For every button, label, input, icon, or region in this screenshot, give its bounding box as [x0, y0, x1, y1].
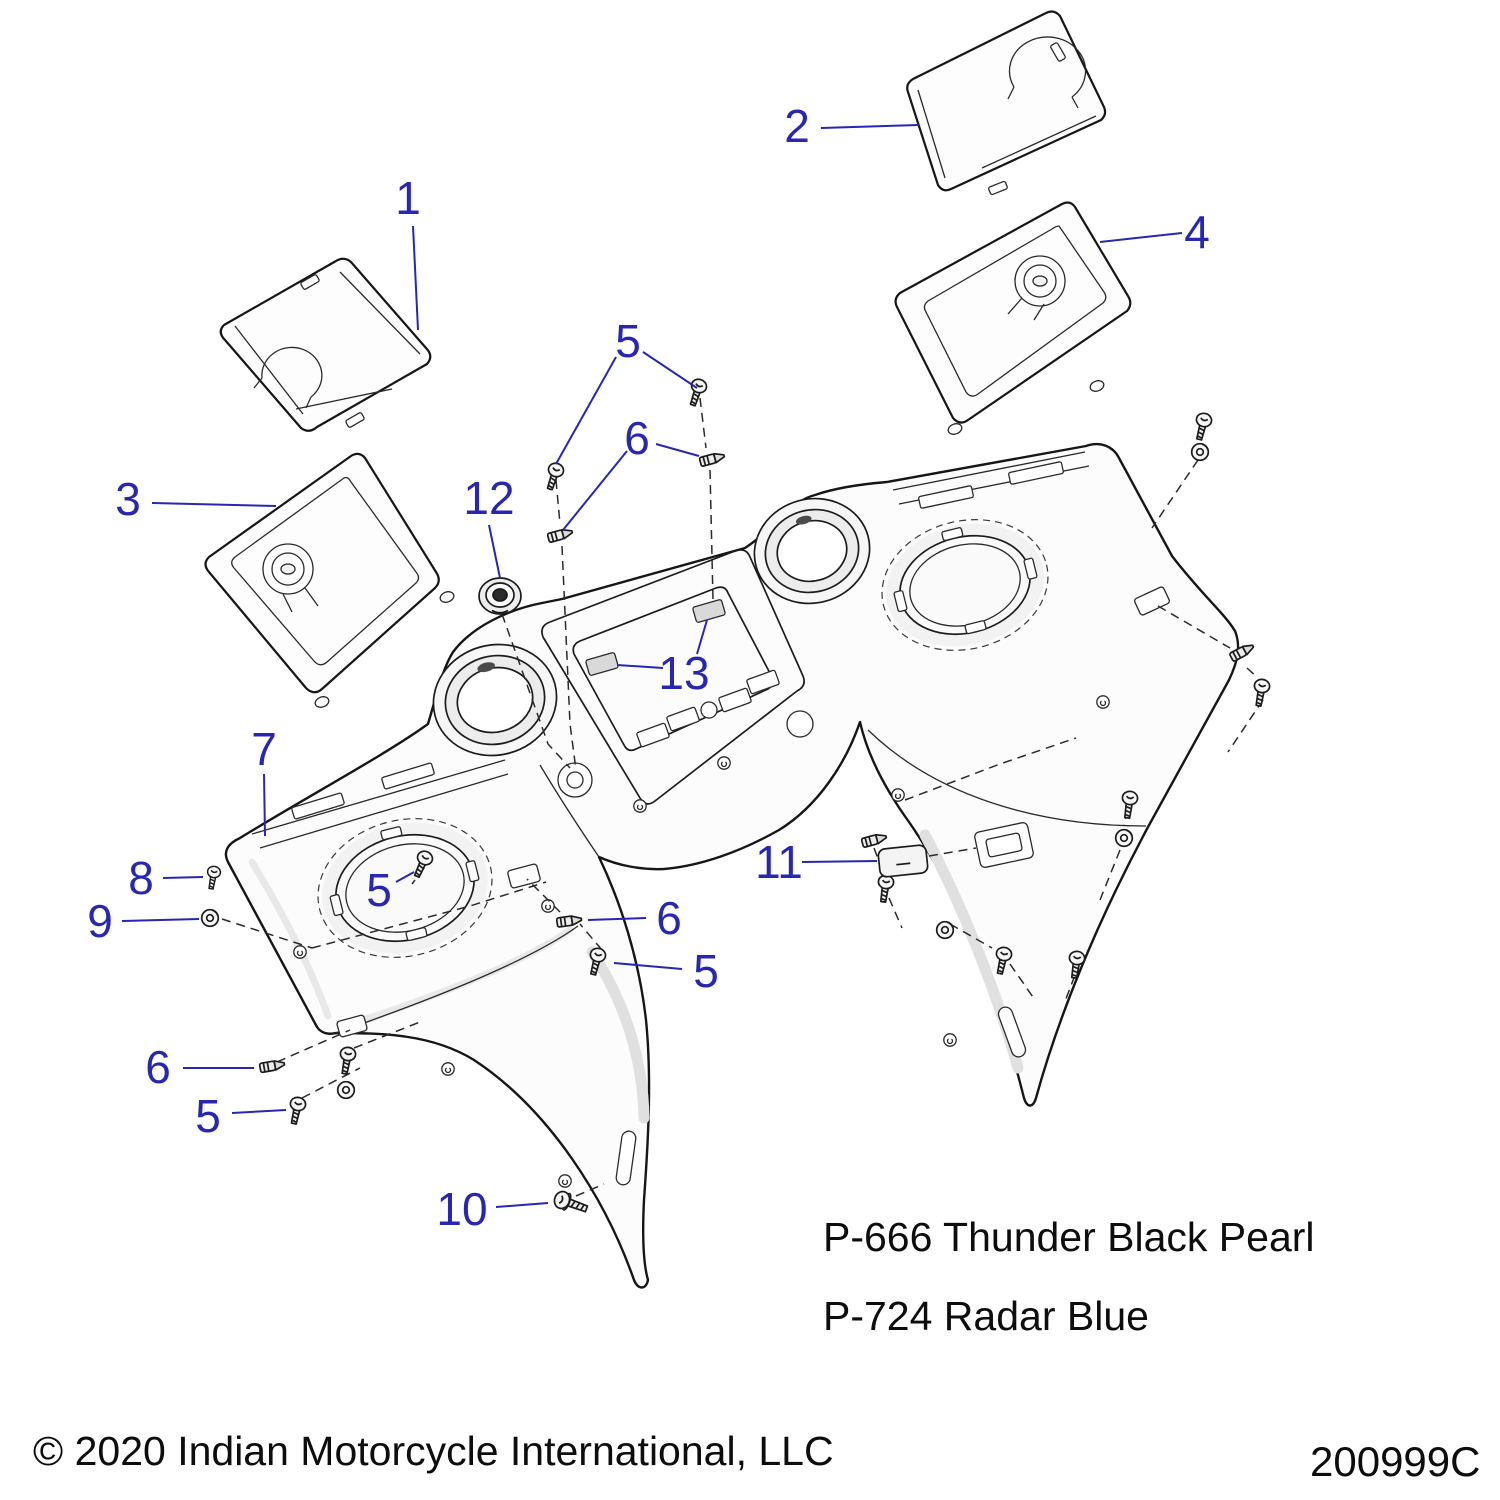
part-3-bezel-left	[204, 452, 455, 708]
display-buttons	[636, 669, 780, 748]
callout-leader-1	[412, 225, 419, 331]
callout-6: 6	[145, 1041, 171, 1093]
hole-icon	[891, 788, 905, 802]
callout-1: 1	[395, 172, 421, 224]
hole-icon	[1096, 695, 1110, 709]
callout-leader-5	[395, 871, 415, 883]
callout-6: 6	[624, 412, 650, 464]
part-1-cover-left	[219, 257, 432, 432]
drawing-code: 200999C	[1310, 1438, 1481, 1485]
plug-11-icon	[876, 843, 930, 879]
washer-icon	[1114, 828, 1134, 848]
callout-12: 12	[463, 472, 514, 524]
callout-7: 7	[251, 723, 277, 775]
hole-icon	[293, 945, 307, 959]
callout-leader-6	[655, 443, 700, 457]
hole-icon	[633, 799, 647, 813]
wing-shade-left	[586, 946, 650, 1124]
screw-icon	[541, 460, 567, 493]
callout-leader-13	[616, 664, 664, 669]
screw-icon	[1250, 677, 1272, 708]
callout-leader-3	[151, 502, 277, 507]
screw-icon	[874, 873, 896, 904]
callout-4: 4	[1184, 206, 1210, 258]
hole-icon	[558, 1174, 572, 1188]
callout-leader-6	[587, 917, 647, 921]
hole-icon	[541, 899, 555, 913]
callout-leader-12	[488, 524, 501, 579]
washer-icon	[935, 920, 955, 940]
speaker-right	[881, 519, 1049, 651]
color-note-line-1: P-666 Thunder Black Pearl	[823, 1214, 1315, 1260]
seam-left	[539, 764, 600, 858]
hole-icon	[441, 1062, 455, 1076]
callout-leader-5	[555, 356, 617, 465]
callout-3: 3	[115, 473, 141, 525]
seam-right	[867, 729, 1147, 827]
callout-5: 5	[195, 1090, 221, 1142]
callout-leader-4	[1099, 232, 1183, 243]
screw-8-icon	[203, 864, 223, 891]
callout-6: 6	[656, 892, 682, 944]
callout-5: 5	[693, 945, 719, 997]
washer-icon	[200, 908, 220, 928]
callout-2: 2	[784, 100, 810, 152]
callout-10: 10	[436, 1183, 487, 1235]
clip-icon	[258, 1058, 286, 1074]
display-console	[541, 549, 805, 805]
flange-left	[251, 759, 509, 849]
callout-leader-6	[562, 450, 628, 531]
callout-leader-9	[121, 918, 200, 922]
callout-leader-5	[642, 351, 698, 389]
pod-shade-bottom	[340, 926, 574, 1030]
clip-icon	[698, 450, 727, 468]
washer-icon	[336, 1080, 356, 1100]
part-2-cover-right	[906, 10, 1107, 196]
callout-5: 5	[366, 864, 392, 916]
assembly-dash-lines	[221, 397, 1264, 1197]
gauge-ring-right	[753, 497, 871, 605]
clip-icon	[860, 831, 889, 849]
part-4-bezel-right	[894, 201, 1132, 435]
callout-5: 5	[615, 315, 641, 367]
hole-icon	[717, 756, 731, 770]
bolt-10-icon	[551, 1188, 591, 1218]
callout-leader-2	[820, 124, 920, 129]
clip-icon	[546, 526, 575, 544]
grommet-12-icon	[478, 577, 522, 615]
callout-leader-11	[801, 860, 878, 863]
callout-leader-5	[613, 962, 683, 970]
color-note-line-2: P-724 Radar Blue	[823, 1293, 1149, 1339]
screw-icon	[1190, 410, 1214, 443]
hole-icon	[943, 1033, 957, 1047]
washer-icon	[1190, 442, 1210, 462]
callout-leader-7	[263, 773, 266, 837]
callout-11: 11	[755, 836, 803, 888]
callout-leader-10	[495, 1202, 549, 1208]
callout-8: 8	[128, 852, 154, 904]
callout-leader-8	[162, 876, 204, 879]
callout-9: 9	[87, 895, 113, 947]
fairing-body	[224, 442, 1240, 1289]
callout-leader-13	[696, 619, 708, 655]
seam-wing-left	[335, 925, 579, 1034]
body-holes	[293, 586, 1170, 1188]
callout-leader-5	[231, 1109, 287, 1114]
callout-13: 13	[658, 647, 709, 699]
copyright-text: © 2020 Indian Motorcycle International, …	[33, 1428, 834, 1474]
gauge-ring-left	[432, 643, 558, 757]
screw-icon	[285, 1095, 308, 1126]
screw-icon	[336, 1045, 358, 1076]
speaker-left	[317, 818, 493, 958]
flange-right	[892, 451, 1090, 509]
